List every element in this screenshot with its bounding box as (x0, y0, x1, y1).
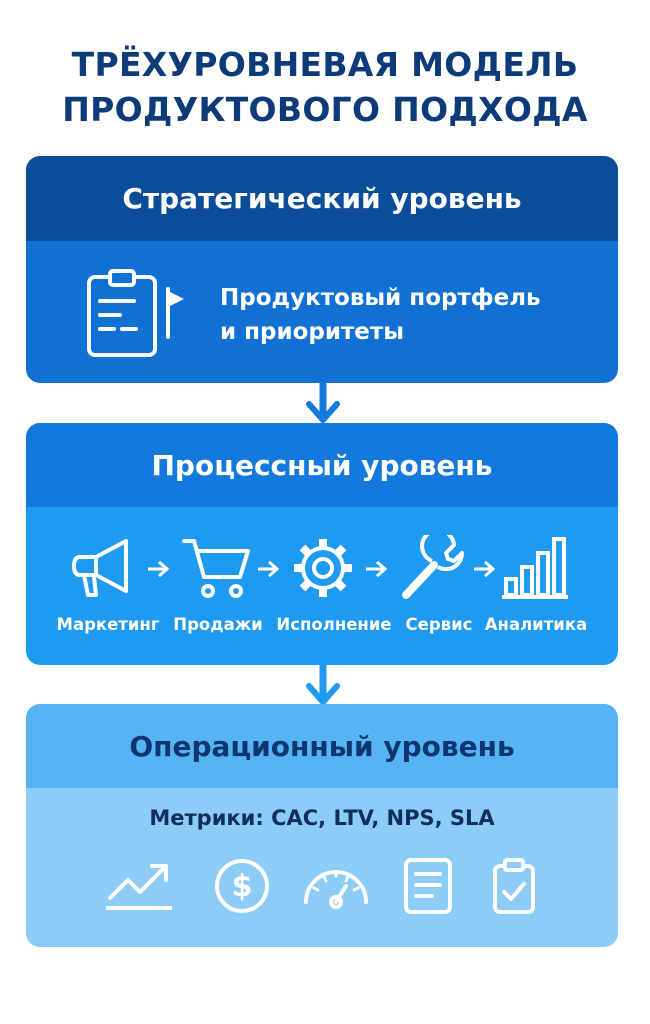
strategic-text-line-2: и приоритеты (220, 319, 405, 345)
operational-level-body: Метрики: CAC, LTV, NPS, SLA $ (26, 788, 618, 947)
svg-text:$: $ (232, 869, 253, 904)
diagram-title: ТРЁХУРОВНЕВАЯ МОДЕЛЬ ПРОДУКТОВОГО ПОДХОД… (0, 42, 650, 132)
dollar-icon: $ (215, 859, 269, 913)
strategic-level-block: Стратегический уровень Продуктовый портф… (26, 156, 618, 383)
step-label-analytics: Аналитика (484, 615, 588, 634)
arrow-right-icon (148, 560, 170, 578)
document-icon (404, 858, 452, 914)
title-line-1: ТРЁХУРОВНЕВАЯ МОДЕЛЬ (71, 45, 579, 84)
down-arrow-connector-2 (306, 664, 340, 705)
clipboard-flag-icon (87, 269, 184, 357)
process-level-body: Маркетинг Продажи Исполнение Сервис Анал… (26, 507, 618, 665)
strategic-level-body: Продуктовый портфель и приоритеты (26, 241, 618, 383)
step-label-sales: Продажи (173, 615, 263, 634)
megaphone-icon (72, 539, 128, 597)
strategic-level-text: Продуктовый портфель и приоритеты (220, 281, 541, 349)
strategic-text-line-1: Продуктовый портфель (220, 285, 541, 311)
process-level-block: Процессный уровень (26, 423, 618, 665)
operational-level-header: Операционный уровень (26, 704, 618, 788)
arrow-right-icon (258, 560, 280, 578)
bar-chart-icon (502, 537, 568, 599)
step-label-service: Сервис (405, 615, 473, 634)
strategic-level-header: Стратегический уровень (26, 156, 618, 241)
down-arrow-connector-1 (306, 382, 340, 423)
arrow-right-icon (366, 560, 388, 578)
wrench-icon (402, 535, 464, 599)
gear-icon (294, 539, 352, 597)
operational-level-block: Операционный уровень Метрики: CAC, LTV, … (26, 704, 618, 947)
gauge-icon (304, 870, 368, 909)
step-label-execution: Исполнение (276, 615, 392, 634)
trend-up-icon (106, 864, 172, 910)
clipboard-check-icon (493, 858, 535, 914)
arrow-right-icon (474, 560, 496, 578)
cart-icon (182, 539, 250, 598)
process-level-header: Процессный уровень (26, 423, 618, 507)
title-line-2: ПРОДУКТОВОГО ПОДХОДА (62, 90, 588, 129)
step-label-marketing: Маркетинг (56, 615, 160, 634)
metrics-text: Метрики: CAC, LTV, NPS, SLA (149, 806, 495, 830)
